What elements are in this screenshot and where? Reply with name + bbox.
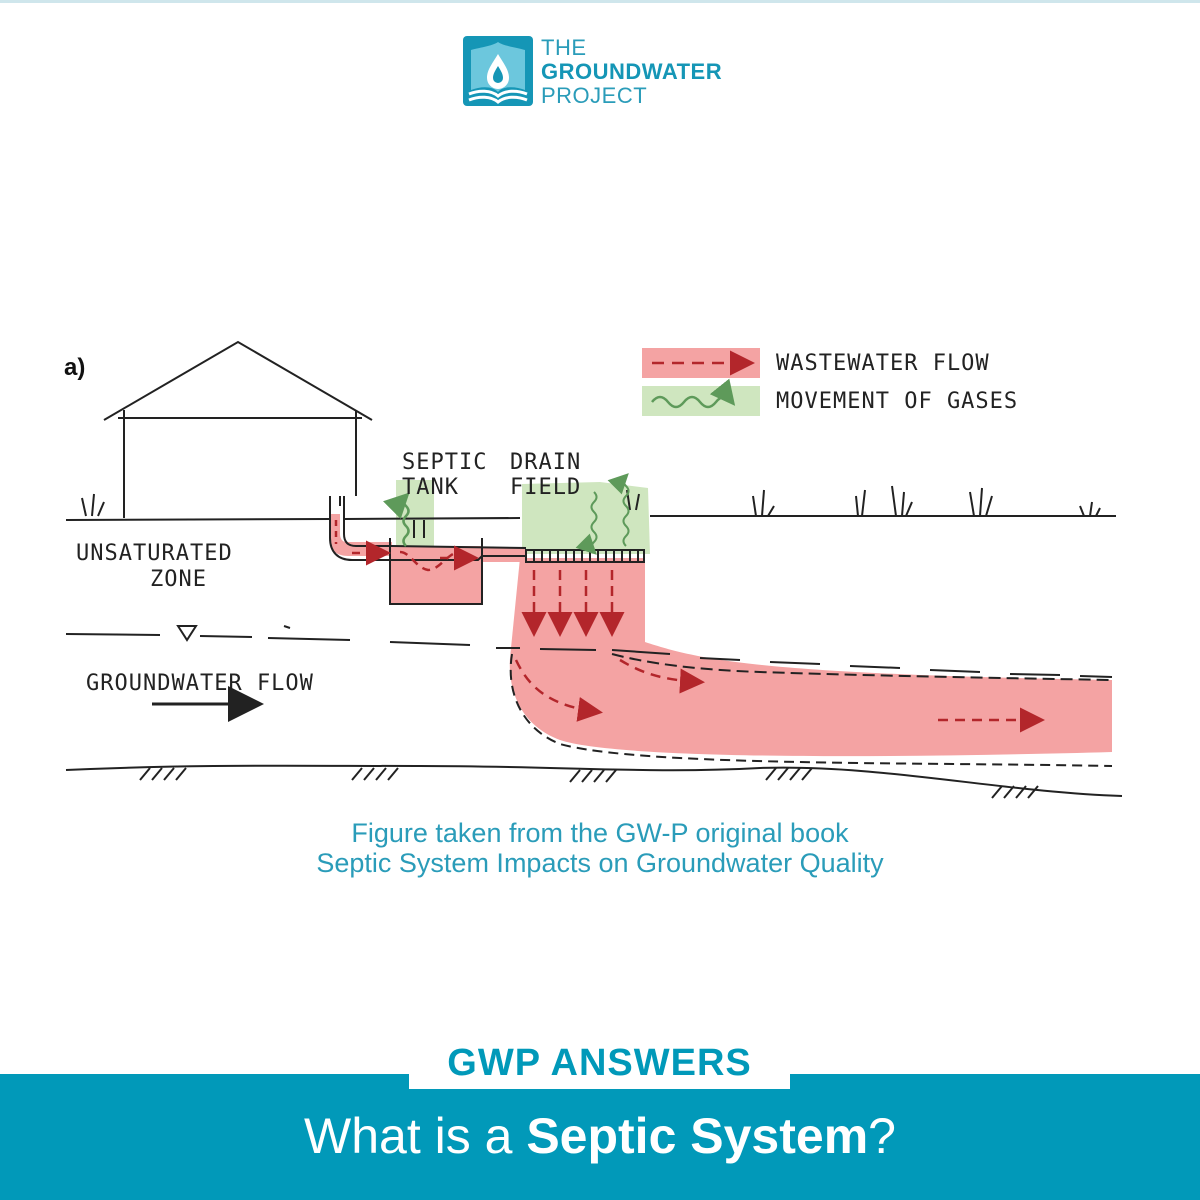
logo-wordmark: THE GROUNDWATER PROJECT (541, 36, 741, 108)
question-bold: Septic System (526, 1108, 869, 1164)
legend-wastewater-label: WASTEWATER FLOW (776, 351, 990, 376)
logo-line-project: PROJECT (541, 83, 648, 108)
water-drop-book-icon (463, 36, 533, 106)
septic-tank-fill (390, 546, 482, 604)
house-pipe (330, 514, 392, 556)
unsaturated-label-line2: ZONE (150, 567, 207, 592)
logo-line-groundwater: GROUNDWATER (541, 60, 741, 84)
wastewater-plume (509, 558, 1113, 757)
septic-label-line1: SEPTIC (402, 450, 488, 475)
question-prefix: What is a (304, 1108, 527, 1164)
caption-line-1: Figure taken from the GW-P original book (351, 818, 849, 848)
question-headline: What is a Septic System? (0, 1106, 1200, 1166)
logo-water: WATER (641, 59, 723, 84)
percolation-arrows (521, 570, 625, 637)
house-pipe-outline (329, 496, 392, 561)
septic-label-line2: TANK (402, 475, 459, 500)
tank-gas-arrow (383, 492, 410, 547)
water-table-symbol (176, 625, 198, 642)
base-hatching (139, 767, 1039, 799)
drain-label-line1: DRAIN (510, 450, 582, 475)
house (103, 340, 373, 518)
water-table (65, 633, 1113, 678)
gwp-answers-tag: GWP ANSWERS (409, 1037, 790, 1089)
figure-caption: Figure taken from the GW-P original book… (0, 818, 1200, 878)
logo-line-the: THE (541, 35, 587, 60)
logo-ground: GROUND (541, 59, 642, 84)
top-rule (0, 0, 1200, 3)
legend-gases-label: MOVEMENT OF GASES (776, 389, 1019, 414)
septic-system-diagram: a) WASTEWATER FLOW MOVEMENT OF GASES SEP… (0, 320, 1200, 820)
question-suffix: ? (868, 1108, 896, 1164)
legend (642, 348, 760, 416)
diagram-drawing (65, 340, 1123, 799)
legend-gases-swatch (642, 386, 760, 416)
panel-label: a) (64, 354, 86, 381)
unsaturated-label-line1: UNSATURATED (76, 541, 233, 566)
drain-label-line2: FIELD (510, 475, 582, 500)
bottom-banner (0, 1074, 1200, 1200)
caption-line-2: Septic System Impacts on Groundwater Qua… (316, 848, 884, 878)
groundwater-flow-label: GROUNDWATER FLOW (86, 671, 314, 696)
plume-outline (509, 653, 1113, 767)
groundwater-project-logo[interactable]: THE GROUNDWATER PROJECT (463, 36, 743, 108)
aquifer-base (65, 764, 1123, 797)
drain-field-gas-zone (522, 482, 650, 554)
ground-surface (65, 515, 1116, 521)
